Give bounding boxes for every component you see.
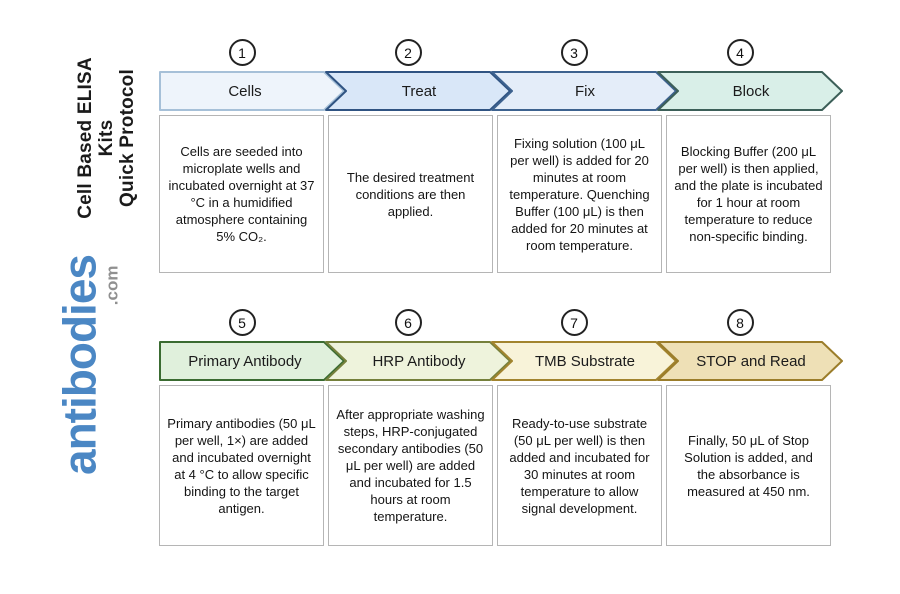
step-4-arrow: Block [657, 71, 843, 111]
arrow-banner-row: Primary Antibody HRP Antibody TMB Substr… [159, 341, 859, 381]
step-3-label: Fix [575, 82, 595, 100]
step-5-description: Primary antibodies (50 μL per well, 1×) … [167, 415, 316, 516]
step-3-number-badge: 3 [560, 39, 588, 66]
page-title-line1: Cell Based ELISA Kits [75, 57, 117, 219]
step-6-arrow: HRP Antibody [325, 341, 511, 381]
step-7-number-badge: 7 [560, 309, 588, 336]
step-3-description-box: Fixing solution (100 μL per well) is add… [497, 115, 662, 273]
chevron-arrow-shape [657, 341, 843, 381]
description-box-row: Cells are seeded into microplate wells a… [159, 115, 859, 273]
step-4-description: Blocking Buffer (200 μL per well) is the… [674, 144, 823, 244]
step-7-label: TMB Substrate [534, 352, 636, 370]
logo-wordmark: antibodies [53, 254, 106, 476]
step-5-label: Primary Antibody [188, 352, 302, 370]
chevron-arrow-shape [491, 71, 677, 111]
step-4-label: Block [732, 82, 770, 100]
step-6-description-box: After appropriate washing steps, HRP-con… [328, 385, 493, 546]
step-8-description: Finally, 50 μL of Stop Solution is added… [684, 432, 813, 499]
step-7-arrow: TMB Substrate [491, 341, 677, 381]
step-7-description: Ready-to-use substrate (50 μL per well) … [509, 415, 650, 516]
page-title-line2: Quick Protocol [117, 69, 138, 207]
step-6-description: After appropriate washing steps, HRP-con… [336, 407, 485, 524]
step-5-number-badge: 5 [228, 309, 256, 336]
step-4-description-box: Blocking Buffer (200 μL per well) is the… [666, 115, 831, 273]
antibodies-logo: antibodies .com [53, 238, 136, 493]
step-3-arrow: Fix [491, 71, 677, 111]
step-8-label: STOP and Read [696, 352, 806, 370]
step-2-description: The desired treatment conditions are the… [346, 169, 475, 219]
step-number-row: 5 6 7 8 [159, 309, 859, 337]
chevron-arrow-shape [325, 71, 511, 111]
step-1-label: Cells [228, 82, 262, 100]
page-title: Cell Based ELISA Kits Quick Protocol [75, 43, 138, 233]
step-5-arrow: Primary Antibody [159, 341, 345, 381]
chevron-arrow-shape [325, 341, 511, 381]
step-4-number-badge: 4 [726, 39, 754, 66]
chevron-arrow-shape [159, 341, 345, 381]
step-number-row: 1 2 3 4 [159, 39, 859, 67]
step-2-number-badge: 2 [394, 39, 422, 66]
step-3-description: Fixing solution (100 μL per well) is add… [509, 135, 650, 253]
step-2-arrow: Treat [325, 71, 511, 111]
chevron-arrow-shape [159, 71, 345, 111]
step-1-description: Cells are seeded into microplate wells a… [168, 144, 315, 244]
step-8-description-box: Finally, 50 μL of Stop Solution is added… [666, 385, 831, 546]
arrow-banner-row: Cells Treat Fix [159, 71, 859, 111]
logo-domain-suffix: .com [102, 265, 122, 306]
step-1-description-box: Cells are seeded into microplate wells a… [159, 115, 324, 273]
step-7-description-box: Ready-to-use substrate (50 μL per well) … [497, 385, 662, 546]
description-box-row: Primary antibodies (50 μL per well, 1×) … [159, 385, 859, 546]
protocol-row-2: 5 6 7 8 Primary Antibody HRP Antibody [159, 309, 859, 546]
step-6-number-badge: 6 [394, 309, 422, 336]
chevron-arrow-shape [657, 71, 843, 111]
step-6-label: HRP Antibody [372, 352, 466, 370]
step-2-label: Treat [401, 82, 437, 100]
chevron-arrow-shape [491, 341, 677, 381]
step-5-description-box: Primary antibodies (50 μL per well, 1×) … [159, 385, 324, 546]
step-8-number-badge: 8 [726, 309, 754, 336]
step-1-number-badge: 1 [228, 39, 256, 66]
protocol-row-1: 1 2 3 4 Cells Treat [159, 39, 859, 273]
step-2-description-box: The desired treatment conditions are the… [328, 115, 493, 273]
step-8-arrow: STOP and Read [657, 341, 843, 381]
step-1-arrow: Cells [159, 71, 345, 111]
